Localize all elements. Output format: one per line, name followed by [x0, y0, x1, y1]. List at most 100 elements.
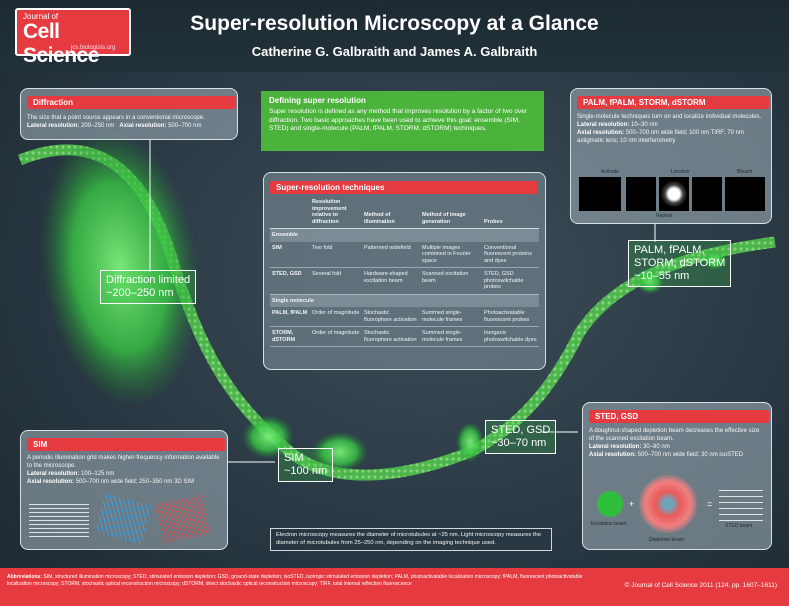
col-header: Method of image generation: [420, 198, 482, 229]
table-cell: Order of magnitude: [310, 307, 362, 327]
depletion-beam-label: Depletion beam: [649, 537, 685, 543]
sted-text: A doughnut-shaped depletion beam decreas…: [589, 427, 765, 459]
sted-label-line2: ~30–70 nm: [491, 437, 547, 449]
logo-url: jcs.biologists.org: [71, 45, 116, 51]
table-cell: Summed single-molecule frames: [420, 326, 482, 347]
col-header: Method of illumination: [362, 198, 420, 229]
palm-panel: PALM, fPALM, STORM, dSTORM Single-molecu…: [570, 88, 772, 224]
table-row: STED, GSD Several fold Hardware-shaped e…: [270, 267, 539, 295]
sted-axial-label: Axial resolution:: [589, 452, 637, 458]
copyright: © Journal of Cell Science 2011 (124, pp.…: [624, 582, 777, 589]
sted-lateral-label: Lateral resolution:: [589, 444, 642, 450]
table-cell: Photoactivatable fluorescent probes: [482, 307, 539, 327]
section-ensemble: Ensemble: [270, 228, 539, 242]
table-cell: Hardware-shaped excitation beam: [362, 267, 420, 295]
localize-label: Localize: [671, 169, 690, 175]
diffraction-axial-value: 500–700 nm: [168, 123, 202, 129]
table-cell: Order of magnitude: [310, 326, 362, 347]
journal-logo[interactable]: Journal of Cell Science jcs.biologists.o…: [15, 8, 131, 67]
diffraction-axial-label: Axial resolution:: [119, 123, 167, 129]
table-cell: Summed single-molecule frames: [420, 307, 482, 327]
abbreviations-label: Abbreviations:: [7, 574, 43, 580]
diffraction-desc: The size that a point source appears in …: [27, 115, 205, 121]
depletion-beam: [639, 475, 697, 533]
authors: Catherine G. Galbraith and James A. Galb…: [251, 44, 538, 59]
localize-image-1: [626, 177, 656, 211]
table-cell: STED, GSD: [270, 267, 310, 295]
logo-line2: Cell Science: [23, 20, 99, 67]
equals-sign: =: [707, 499, 713, 509]
definition-box: Defining super resolution Super resoluti…: [261, 91, 544, 151]
palm-label: PALM, fPALM, STORM, dSTORM ~10–55 nm: [628, 240, 732, 287]
sted-label-line1: STED, GSD: [491, 424, 551, 436]
col-header: Resolution improvement relative to diffr…: [310, 198, 362, 229]
sim-grid-blue: [94, 493, 152, 545]
sim-grid-red: [155, 494, 211, 544]
abbreviations-text: SIM, structured illumination microscopy;…: [7, 574, 583, 587]
diffraction-panel: Diffraction The size that a point source…: [20, 88, 238, 140]
sim-desc: A periodic illumination grid makes highe…: [27, 455, 220, 469]
techniques-table: Resolution improvement relative to diffr…: [270, 198, 539, 347]
palm-lateral-value: 10–30 nm: [631, 122, 658, 128]
palm-text: Single-molecule techniques turn on and l…: [577, 113, 765, 145]
palm-title: PALM, fPALM, STORM, dSTORM: [577, 96, 769, 109]
palm-desc: Single-molecule techniques turn on and l…: [577, 114, 762, 120]
footer: Abbreviations: SIM, structured illuminat…: [0, 568, 789, 606]
table-cell: Conventional fluorescent proteins and dy…: [482, 241, 539, 268]
table-cell: Several fold: [310, 267, 362, 295]
header: Journal of Cell Science jcs.biologists.o…: [0, 0, 789, 72]
sim-grid-white: [29, 501, 89, 537]
sim-axial-label: Axial resolution:: [27, 479, 75, 485]
sted-lateral-value: 30–80 nm: [643, 444, 670, 450]
sim-text: A periodic illumination grid makes highe…: [27, 454, 222, 486]
sim-label-line1: SIM: [284, 452, 304, 464]
sted-beam-label: STED beam: [725, 523, 753, 529]
table-cell: Stochastic fluorophore activation: [362, 307, 420, 327]
table-cell: Inorganic photoswitchable dyes: [482, 326, 539, 347]
sted-blob: [456, 422, 484, 462]
excitation-beam-label: Excitation beam: [591, 521, 627, 527]
localize-image-2: [659, 177, 689, 211]
activate-label: Activate: [601, 169, 619, 175]
sted-panel: STED, GSD A doughnut-shaped depletion be…: [582, 402, 772, 550]
activate-image: [579, 177, 621, 211]
sted-title: STED, GSD: [589, 410, 769, 423]
sted-desc: A doughnut-shaped depletion beam decreas…: [589, 428, 760, 442]
diffraction-blob: [40, 127, 200, 407]
sim-lateral-value: 100–125 nm: [81, 471, 115, 477]
table-cell: STORM, dSTORM: [270, 326, 310, 347]
diffraction-lateral-value: 200–250 nm: [81, 123, 115, 129]
palm-lateral-label: Lateral resolution:: [577, 122, 630, 128]
definition-text: Super resolution is defined as any metho…: [269, 108, 527, 132]
palm-label-line2: STORM, dSTORM: [634, 257, 726, 269]
table-cell: PALM, fPALM: [270, 307, 310, 327]
diffraction-limited-line2: ~200–250 nm: [106, 287, 174, 299]
sted-label: STED, GSD ~30–70 nm: [485, 420, 557, 454]
plus-sign: +: [629, 499, 635, 509]
microtubule-note: Electron microscopy measures the diamete…: [270, 528, 552, 551]
techniques-title: Super-resolution techniques: [270, 181, 538, 194]
col-header: Probes: [482, 198, 539, 229]
sim-title: SIM: [27, 438, 225, 451]
palm-blob-2: [703, 250, 727, 270]
sim-label-line2: ~100 nm: [284, 465, 328, 477]
sim-panel: SIM A periodic illumination grid makes h…: [20, 430, 228, 550]
sim-blob-2: [312, 432, 368, 472]
table-cell: Multiple images combined in Fourier spac…: [420, 241, 482, 268]
palm-blob-1: [636, 270, 664, 294]
palm-label-line1: PALM, fPALM,: [634, 244, 705, 256]
sim-axial-value: 500–700 nm wide field; 250–350 nm 3D SIM: [75, 479, 195, 485]
palm-axial-label: Axial resolution:: [577, 130, 625, 136]
page-title: Super-resolution Microscopy at a Glance: [190, 12, 599, 35]
techniques-panel: Super-resolution techniques Resolution i…: [263, 172, 546, 370]
sim-label: SIM ~100 nm: [278, 448, 334, 482]
sim-lateral-label: Lateral resolution:: [27, 471, 80, 477]
table-row: STORM, dSTORM Order of magnitude Stochas…: [270, 326, 539, 347]
table-cell: Stochastic fluorophore activation: [362, 326, 420, 347]
diffraction-lateral-label: Lateral resolution:: [27, 123, 80, 129]
bleach-label: Bleach: [737, 169, 753, 175]
bleach-image: [725, 177, 765, 211]
section-single: Single molecule: [270, 294, 539, 307]
table-cell: SIM: [270, 241, 310, 268]
diffraction-title: Diffraction: [27, 96, 236, 109]
